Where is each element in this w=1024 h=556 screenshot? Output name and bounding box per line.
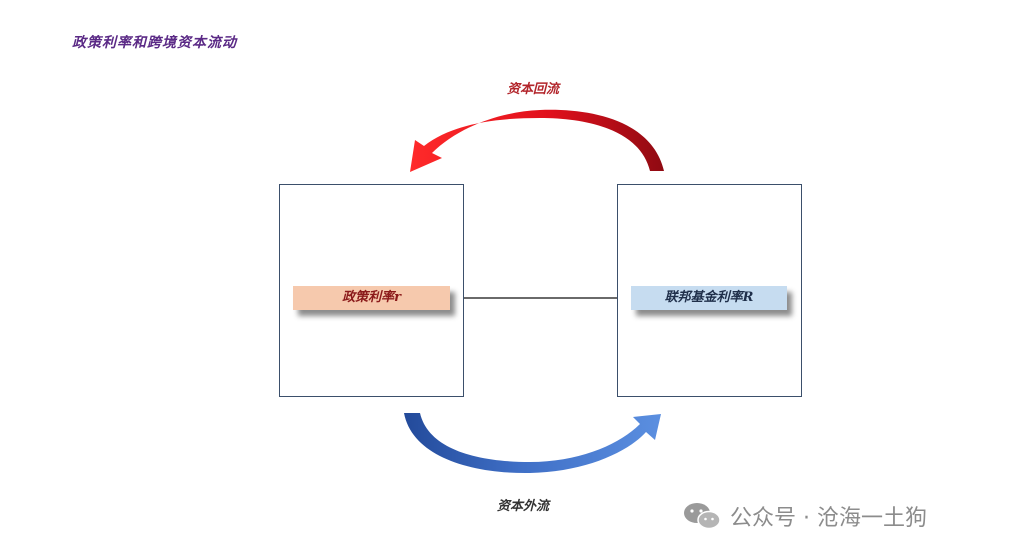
watermark-text: 公众号 · 沧海一土狗 [730,506,927,531]
capital-return-label: 资本回流 [507,82,560,97]
watermark: 公众号 · 沧海一土狗 [682,500,927,532]
capital-outflow-label: 资本外流 [497,499,550,514]
capital-return-arrow [410,109,664,172]
policy-rate-label: 政策利率r [293,286,450,310]
wechat-icon [684,503,721,530]
diagram-title: 政策利率和跨境资本流动 [72,35,237,51]
capital-outflow-arrow [404,413,661,474]
fed-funds-rate-label: 联邦基金利率R [631,286,787,310]
